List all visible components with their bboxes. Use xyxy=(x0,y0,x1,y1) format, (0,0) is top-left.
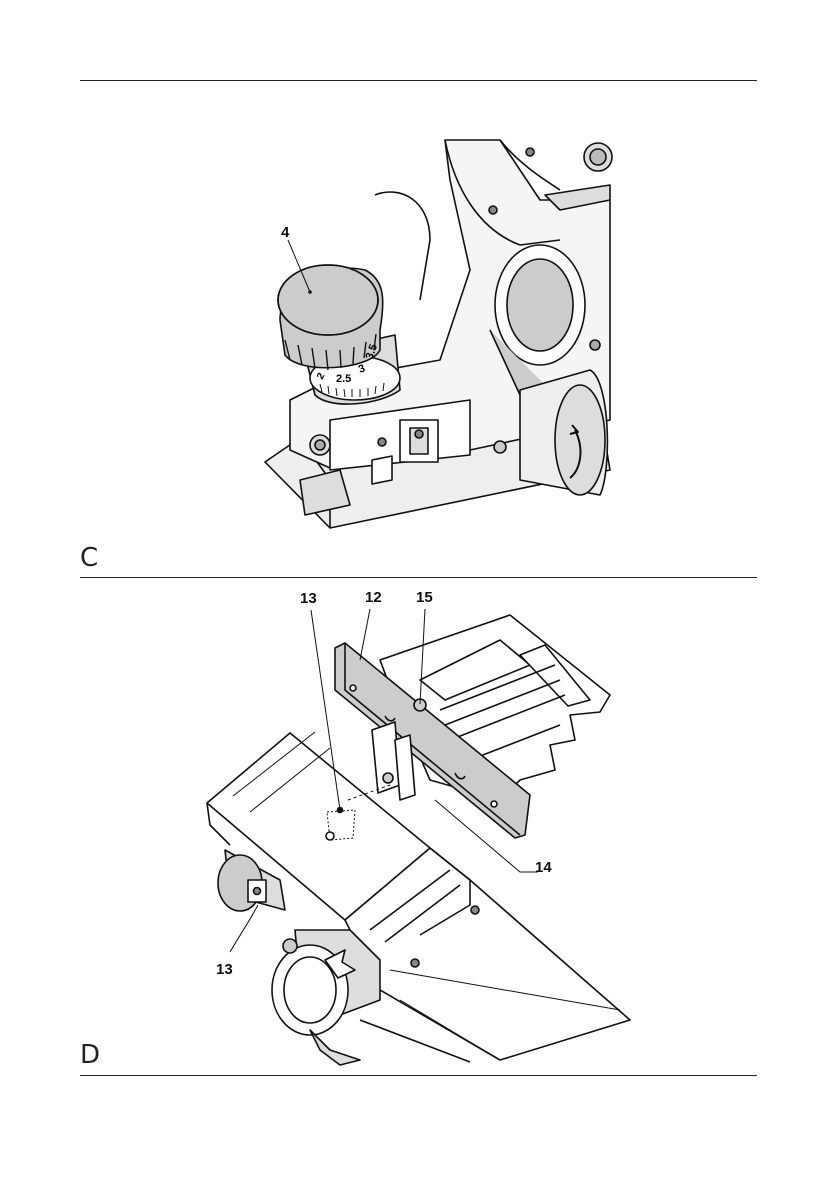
rule-d xyxy=(80,1075,757,1076)
callout-14: 14 xyxy=(535,859,552,876)
callout-13-bottom: 13 xyxy=(216,961,233,978)
callout-15: 15 xyxy=(416,589,433,606)
callout-12: 12 xyxy=(365,589,382,606)
figure-letter-d: D xyxy=(80,1040,100,1070)
callout-13-top: 13 xyxy=(300,590,317,607)
